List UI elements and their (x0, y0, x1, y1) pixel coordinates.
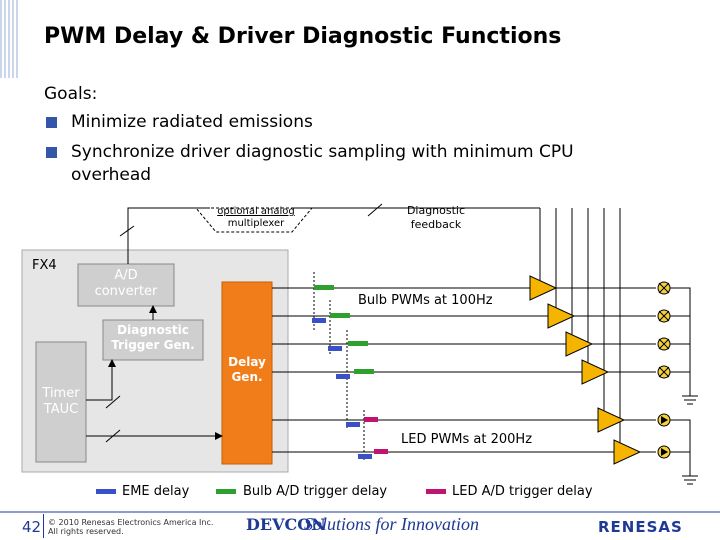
slide-title: PWM Delay & Driver Diagnostic Functions (44, 24, 562, 49)
footer-copyright: © 2010 Renesas Electronics America Inc.A… (48, 518, 214, 536)
bullet-2-continued: overhead (71, 165, 152, 185)
goals-heading: Goals: (44, 84, 98, 104)
bulb-pwm-1 (272, 285, 530, 290)
led-driver-1 (597, 407, 626, 433)
led-pwm-2 (272, 449, 614, 459)
led-driver-2 (613, 439, 642, 465)
bullet-1: Minimize radiated emissions (71, 112, 313, 132)
bulb-pwm-4 (272, 369, 582, 379)
bullet-icon (46, 117, 57, 128)
bulb-loads (657, 281, 671, 379)
bulb-driver-2 (547, 303, 576, 329)
led-pwm-label: LED PWMs at 200Hz (401, 432, 533, 447)
left-decoration (0, 0, 20, 78)
bulb-driver-4 (581, 359, 610, 385)
delay-gen-block (221, 281, 273, 465)
devcon-logo: DEVCON (246, 515, 326, 534)
bulb-pwm-3 (272, 341, 566, 351)
fx4-label: FX4 (32, 258, 57, 273)
legend-swatch-eme (96, 489, 116, 494)
footer-slogan: Solutions for Innovation (304, 514, 479, 534)
adc-block (77, 263, 175, 307)
legend-led: LED A/D trigger delay (452, 484, 593, 499)
bulb-driver-3 (565, 331, 594, 357)
led-loads (657, 413, 671, 459)
bulb-driver-1 (529, 275, 558, 301)
bulb-pwm-label: Bulb PWMs at 100Hz (358, 293, 493, 308)
renesas-logo: RENESAS (598, 518, 683, 536)
legend-swatch-bulb (216, 489, 236, 494)
legend-eme: EME delay (122, 484, 190, 499)
page-number: 42 (22, 518, 42, 536)
mux-shape (194, 207, 314, 233)
mux-label: optional analog multiplexer (217, 206, 295, 229)
bullet-2: Synchronize driver diagnostic sampling w… (71, 142, 574, 162)
bullet-icon (46, 147, 57, 158)
legend-swatch-led (426, 489, 446, 494)
footer-divider (43, 514, 44, 538)
timer-block (35, 341, 87, 463)
legend-bulb: Bulb A/D trigger delay (243, 484, 388, 499)
bulb-pwm-2 (272, 313, 548, 323)
led-pwm-1 (272, 417, 598, 427)
